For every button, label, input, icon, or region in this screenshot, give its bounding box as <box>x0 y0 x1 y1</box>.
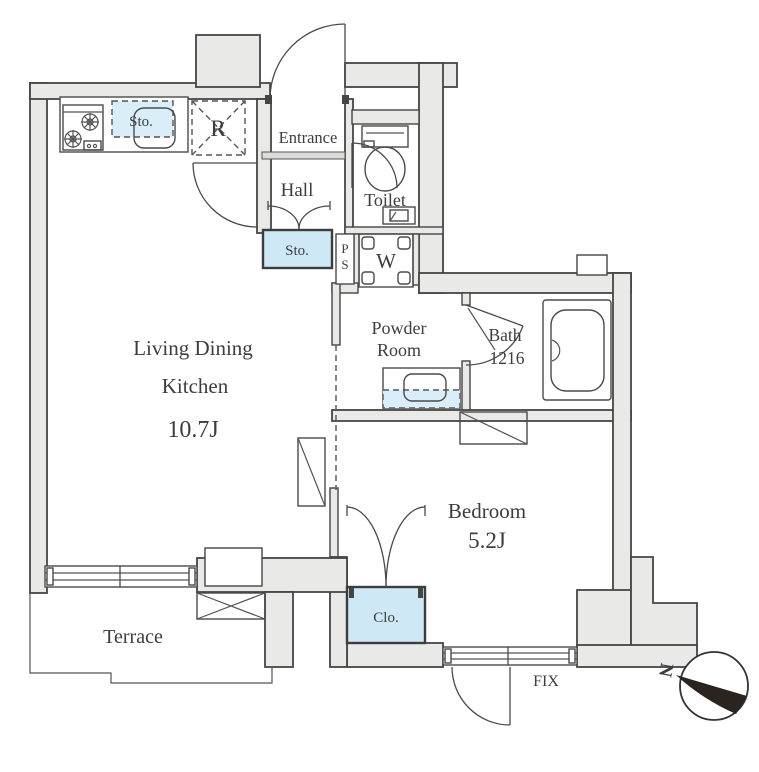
sink-icon <box>133 107 176 149</box>
washer-label: W <box>376 249 396 273</box>
closet-label: Clo. <box>373 610 398 626</box>
ldk-area-label: 10.7J <box>167 417 218 443</box>
kitchen-storage <box>111 100 174 138</box>
ldk-label-line2: Kitchen <box>162 374 229 398</box>
fix-window-label: FIX <box>533 673 559 690</box>
hall-label: Hall <box>281 180 314 201</box>
entrance-step <box>261 151 346 160</box>
bedroom-label: Bedroom <box>448 499 526 523</box>
hall-storage <box>261 228 334 270</box>
sliding-panel-ldk <box>297 437 326 507</box>
refrigerator-space <box>191 100 246 156</box>
kitchen-storage-label: Sto. <box>129 114 153 130</box>
bath-tub <box>542 299 612 401</box>
pipe-space-label-s: S <box>341 257 348 272</box>
bath-leader-line <box>467 307 496 351</box>
powder-vanity <box>382 367 461 409</box>
ldk-window <box>44 565 198 588</box>
bath-size-label: 1216 <box>490 348 525 368</box>
terrace-outline <box>29 593 273 684</box>
ac-unit <box>196 592 266 620</box>
hall-closet-doors <box>267 201 331 230</box>
bedroom-closet <box>345 585 427 645</box>
refrigerator-label: R <box>210 116 226 141</box>
bedroom-area-label: 5.2J <box>468 528 506 553</box>
toilet-paper-holder <box>382 206 416 225</box>
entrance-door <box>265 23 349 104</box>
toilet-fixture <box>361 125 409 192</box>
hall-door <box>192 162 258 228</box>
toilet-door <box>351 142 398 189</box>
washer-space <box>358 233 414 288</box>
powder-room-label-line2: Room <box>377 340 421 360</box>
walls <box>29 34 698 668</box>
stove-icon <box>62 104 104 151</box>
compass <box>676 651 749 721</box>
entrance-label: Entrance <box>279 128 338 147</box>
terrace-label: Terrace <box>103 626 163 648</box>
bath-door <box>465 304 524 366</box>
pipe-space <box>335 233 355 285</box>
exterior-door <box>451 666 511 726</box>
bath-label: Bath <box>488 325 521 345</box>
hall-storage-label: Sto. <box>285 243 309 259</box>
north-arrow-icon <box>676 675 747 714</box>
closet-doors <box>346 505 426 588</box>
powder-room-label-line1: Powder <box>372 318 427 338</box>
fix-window <box>442 646 578 666</box>
pipe-space-label-p: P <box>341 241 348 256</box>
toilet-label: Toilet <box>364 190 406 210</box>
ldk-label-line1: Living Dining <box>133 336 253 360</box>
sliding-panel-bedroom <box>459 411 528 445</box>
compass-north-label: N <box>654 661 677 678</box>
